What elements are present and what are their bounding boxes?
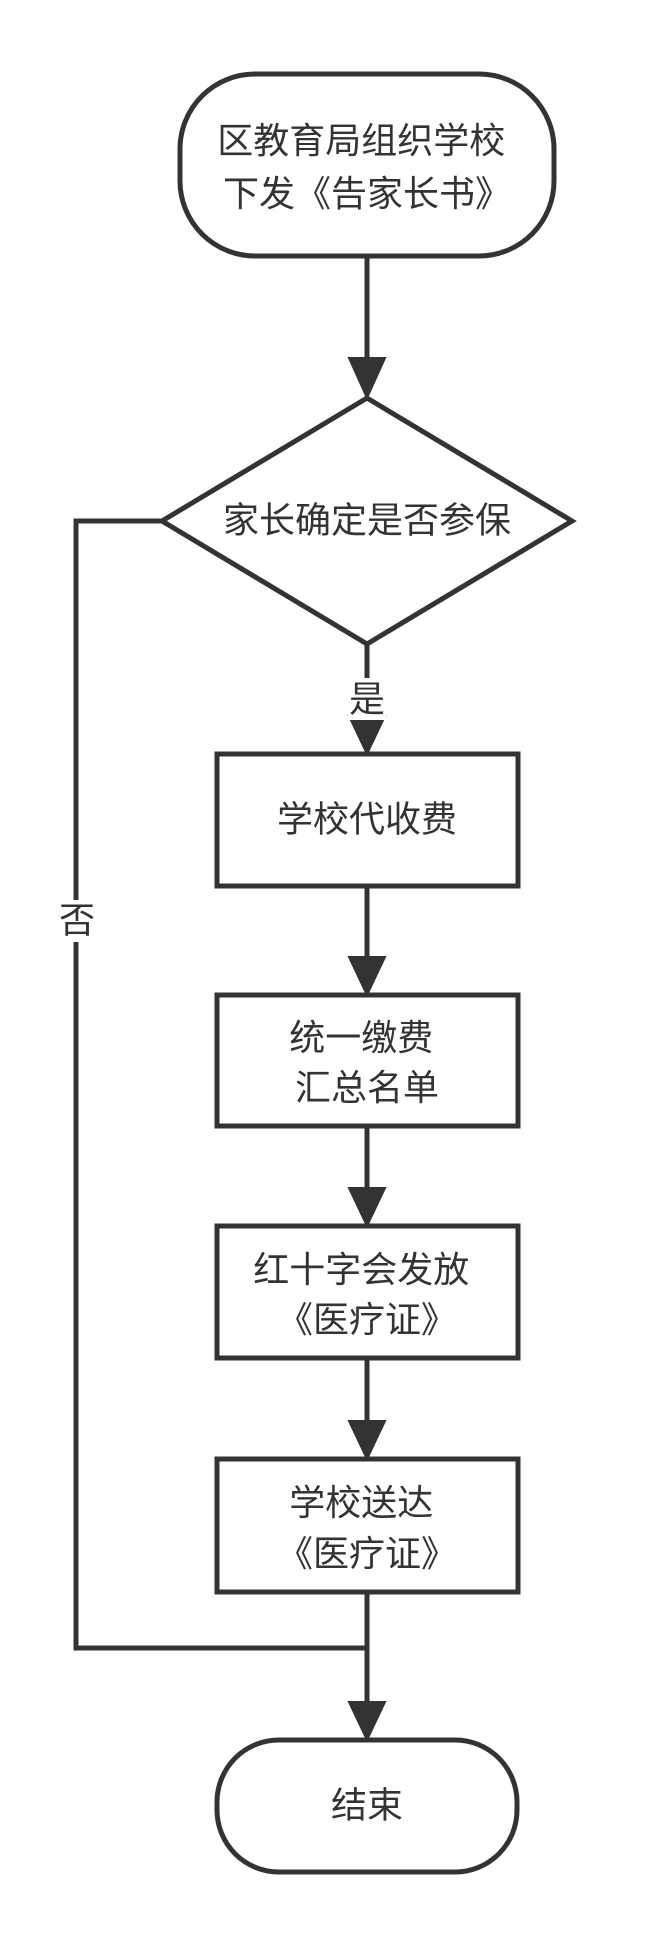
no-label-background: [60, 900, 94, 942]
node-issue-line-1: 红十字会发放: [253, 1250, 469, 1291]
node-deliver: 学校送达 《医疗证》: [214, 1456, 521, 1595]
edge-label-no: 否: [59, 901, 95, 942]
edge-decision-no-to-end: [73, 518, 367, 1651]
node-deliver-line-2: 《医疗证》: [277, 1534, 457, 1575]
node-summary-label: 统一缴费 汇总名单: [289, 1018, 444, 1109]
node-start-line-2: 下发《告家长书》: [223, 174, 511, 215]
arrowhead-decision: [347, 357, 387, 401]
arrowhead-collect: [347, 715, 387, 757]
node-decision-label: 家长确定是否参保: [223, 501, 511, 542]
node-summary: 统一缴费 汇总名单: [214, 992, 521, 1129]
node-issue-line-2: 《医疗证》: [277, 1300, 457, 1341]
arrowhead-summary: [347, 956, 387, 998]
node-issue-label: 红十字会发放 《医疗证》: [253, 1250, 480, 1341]
node-deliver-line-1: 学校送达: [289, 1483, 433, 1524]
arrowhead-issue: [347, 1187, 387, 1229]
decision-diamond: [157, 395, 577, 647]
node-decision: 家长确定是否参保: [157, 395, 577, 647]
terminator-start: [177, 71, 557, 259]
process-deliver: [214, 1456, 521, 1595]
node-issue: 红十字会发放 《医疗证》: [214, 1223, 521, 1361]
node-collect-label: 学校代收费: [277, 800, 457, 841]
node-summary-line-2: 汇总名单: [295, 1068, 439, 1109]
node-summary-line-1: 统一缴费: [289, 1018, 433, 1059]
arrowhead-end: [347, 1701, 387, 1743]
node-start-line-1: 区教育局组织学校: [217, 121, 505, 162]
edge-label-yes: 是: [349, 680, 385, 721]
process-collect: [214, 751, 521, 889]
terminator-end: [214, 1737, 520, 1875]
node-end-label: 结束: [331, 1786, 403, 1827]
node-end: 结束: [214, 1737, 520, 1875]
yes-label-background: [348, 678, 386, 720]
node-collect: 学校代收费: [214, 751, 521, 889]
node-deliver-label: 学校送达 《医疗证》: [277, 1483, 457, 1575]
node-start-label: 区教育局组织学校 下发《告家长书》: [217, 121, 516, 215]
edge-labels: 是 否: [59, 678, 386, 942]
arrowhead-deliver: [347, 1420, 387, 1462]
process-summary: [214, 992, 521, 1129]
process-issue: [214, 1223, 521, 1361]
node-start: 区教育局组织学校 下发《告家长书》: [177, 71, 557, 259]
